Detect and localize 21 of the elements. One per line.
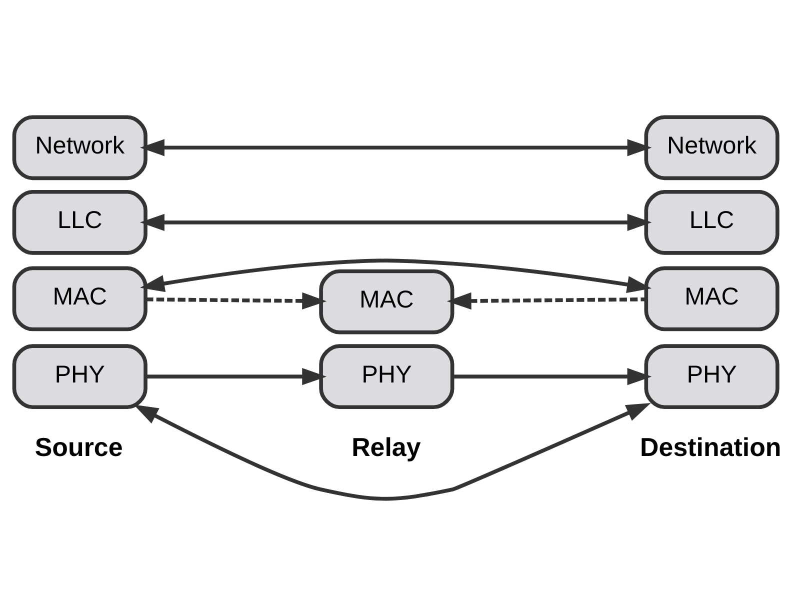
label: Destination [640,434,782,462]
node-box: MAC [12,266,148,331]
node-box: PHY [12,344,148,409]
arrow [134,402,651,500]
node-box: PHY [644,344,780,409]
node-box: Network [12,114,148,180]
node-box: MAC [319,268,454,334]
node-box: LLC [644,189,780,254]
arrow [140,138,652,156]
node-box: MAC [644,266,780,331]
node-box: Network [644,114,780,180]
arrow [446,292,646,310]
arrow [146,368,327,385]
node-box: PHY [319,344,454,409]
node-box: LLC [12,189,148,254]
arrow [140,213,652,230]
arrow [452,368,652,385]
label: Relay [352,434,421,462]
arrow [140,258,652,292]
arrow [146,292,327,310]
label: Source [34,434,123,462]
